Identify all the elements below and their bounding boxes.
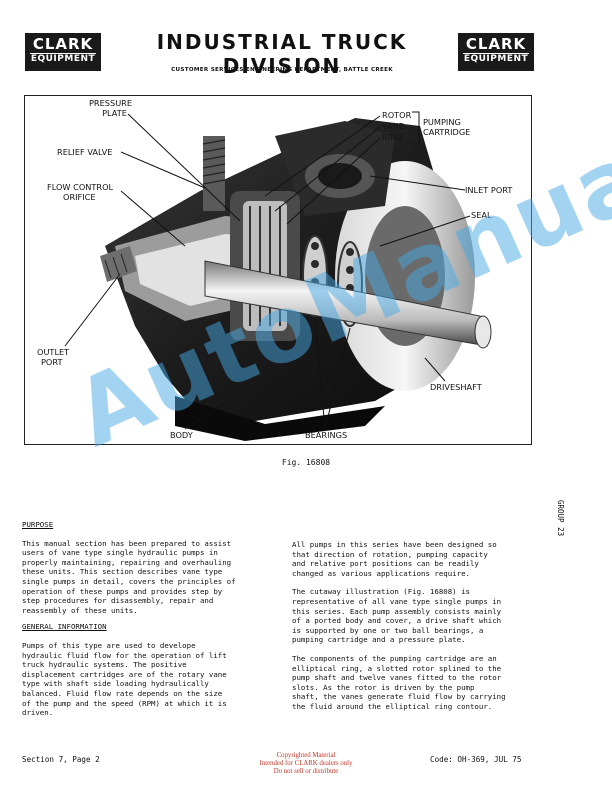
page-title: INDUSTRIAL TRUCK DIVISION bbox=[156, 30, 408, 78]
label-outlet-port: OUTLET PORT bbox=[37, 347, 69, 367]
label-inlet-port: INLET PORT bbox=[465, 185, 513, 195]
label-ring: RING bbox=[382, 132, 403, 142]
purpose-heading: PURPOSE bbox=[22, 520, 54, 529]
label-vane: VANE bbox=[382, 121, 404, 131]
label-line: OUTLET bbox=[37, 347, 70, 357]
label-body: BODY bbox=[170, 430, 193, 440]
right-column: All pumps in this series have been desig… bbox=[292, 540, 562, 712]
logo-text-top: CLARK bbox=[32, 35, 94, 53]
cutaway-paragraph: The cutaway illustration (Fig. 16808) is… bbox=[292, 587, 502, 645]
label-rotor: ROTOR bbox=[382, 110, 412, 120]
purpose-paragraph: This manual section has been prepared to… bbox=[22, 538, 236, 615]
rotation-paragraph: All pumps in this series have been desig… bbox=[292, 540, 497, 578]
footer-code: Code: OH-369, JUL 75 bbox=[430, 755, 522, 764]
label-flow-control-orifice: FLOW CONTROL ORIFICE bbox=[47, 182, 113, 202]
label-line: CARTRIDGE bbox=[423, 127, 471, 137]
logo-text-top: CLARK bbox=[465, 35, 527, 53]
label-line: PLATE bbox=[102, 108, 127, 118]
page-subtitle: CUSTOMER SERVICES ENGINEERING DEPARTMENT… bbox=[171, 67, 393, 73]
copyright-line: Do not sell or distribute bbox=[273, 768, 339, 775]
general-information-paragraph: Pumps of this type are used to develope … bbox=[22, 640, 227, 718]
group-side-tab: GROUP 23 bbox=[556, 500, 565, 537]
copyright-line: Copyrighted Material bbox=[276, 752, 336, 759]
copyright-line: Intended for CLARK dealers only bbox=[259, 760, 353, 767]
footer-section-page: Section 7, Page 2 bbox=[22, 755, 100, 764]
copyright-notice: Copyrighted Material Intended for CLARK … bbox=[230, 752, 382, 776]
label-line: PUMPING bbox=[423, 117, 461, 127]
label-line: PORT bbox=[41, 357, 63, 367]
label-pumping-cartridge: PUMPING CARTRIDGE bbox=[423, 117, 470, 137]
clark-logo-right: CLARK EQUIPMENT bbox=[458, 33, 534, 71]
label-seal: SEAL bbox=[471, 210, 492, 220]
label-pressure-plate: PRESSURE PLATE bbox=[89, 98, 132, 118]
cartridge-paragraph: The components of the pumping cartridge … bbox=[292, 653, 506, 711]
label-driveshaft: DRIVESHAFT bbox=[430, 382, 482, 392]
label-line: ORIFICE bbox=[63, 192, 96, 202]
figure-frame: PRESSURE PLATE RELIEF VALVE FLOW CONTROL… bbox=[24, 95, 532, 445]
left-column: PURPOSE This manual section has been pre… bbox=[22, 520, 277, 718]
general-information-heading: GENERAL INFORMATION bbox=[22, 622, 107, 632]
logo-text-bottom: EQUIPMENT bbox=[463, 53, 529, 64]
label-relief-valve: RELIEF VALVE bbox=[57, 147, 113, 157]
figure-caption: Fig. 16808 bbox=[281, 458, 331, 467]
label-bearings: BEARINGS bbox=[305, 430, 348, 440]
logo-text-bottom: EQUIPMENT bbox=[30, 53, 96, 64]
label-line: FLOW CONTROL bbox=[47, 182, 114, 192]
pump-cutaway-illustration bbox=[64, 111, 492, 441]
clark-logo-left: CLARK EQUIPMENT bbox=[25, 33, 101, 71]
label-line: PRESSURE bbox=[89, 98, 133, 108]
